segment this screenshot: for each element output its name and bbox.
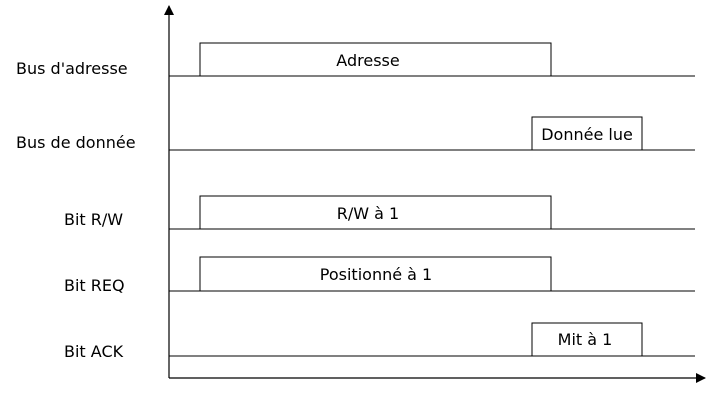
- signal-pulse-bus-donnee: [531, 116, 643, 151]
- signal-label-bus-adresse: Bus d'adresse: [16, 59, 128, 78]
- signal-pulse-bit-req: [199, 256, 552, 292]
- signal-label-bus-donnee: Bus de donnée: [16, 133, 136, 152]
- signal-pulse-bus-adresse: [199, 42, 552, 77]
- signal-pulse-bit-rw: [199, 195, 552, 230]
- pulse-text-bus-adresse: Adresse: [336, 51, 399, 70]
- pulse-text-bus-donnee: Donnée lue: [541, 125, 633, 144]
- signal-pulse-bit-ack: [531, 322, 643, 357]
- signal-label-bit-req: Bit REQ: [64, 276, 125, 295]
- pulse-text-bit-ack: Mit à 1: [558, 330, 613, 349]
- signal-label-bit-ack: Bit ACK: [64, 342, 124, 361]
- pulse-text-bit-req: Positionné à 1: [320, 265, 432, 284]
- pulse-text-bit-rw: R/W à 1: [337, 204, 399, 223]
- signal-label-bit-rw: Bit R/W: [64, 210, 123, 229]
